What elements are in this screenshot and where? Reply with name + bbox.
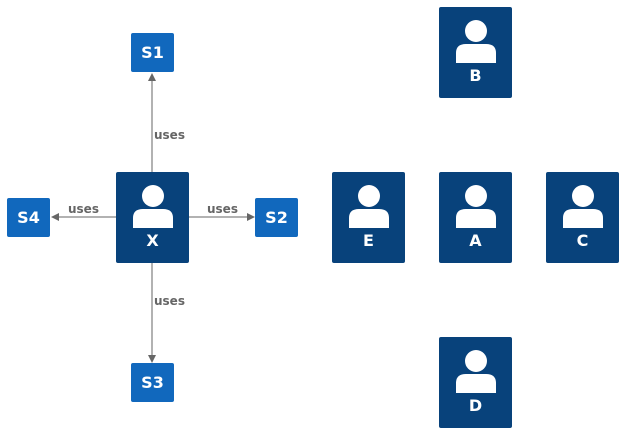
edge-label-x-s4: uses bbox=[68, 202, 99, 216]
person-icon bbox=[455, 185, 496, 228]
person-a-label: A bbox=[469, 231, 482, 250]
person-x-label: X bbox=[146, 231, 159, 250]
person-a[interactable]: A bbox=[439, 172, 512, 263]
person-c[interactable]: C bbox=[546, 172, 619, 263]
system-s3-label: S3 bbox=[141, 373, 164, 392]
system-s4-label: S4 bbox=[17, 208, 40, 227]
person-e[interactable]: E bbox=[332, 172, 405, 263]
edge-label-x-s1: uses bbox=[154, 128, 185, 142]
person-e-label: E bbox=[363, 231, 374, 250]
person-b-label: B bbox=[469, 66, 482, 85]
person-b[interactable]: B bbox=[439, 7, 512, 98]
system-s3[interactable]: S3 bbox=[131, 363, 174, 402]
person-x[interactable]: X bbox=[116, 172, 189, 263]
edge-label-x-s2: uses bbox=[207, 202, 238, 216]
system-s4[interactable]: S4 bbox=[7, 198, 50, 237]
person-d[interactable]: D bbox=[439, 337, 512, 428]
system-s2-label: S2 bbox=[265, 208, 288, 227]
person-icon bbox=[562, 185, 603, 228]
edge-label-x-s3: uses bbox=[154, 294, 185, 308]
system-s1[interactable]: S1 bbox=[131, 33, 174, 72]
person-c-label: C bbox=[576, 231, 589, 250]
system-s1-label: S1 bbox=[141, 43, 164, 62]
person-icon bbox=[455, 350, 496, 393]
person-icon bbox=[132, 185, 173, 228]
person-icon bbox=[348, 185, 389, 228]
person-icon bbox=[455, 20, 496, 63]
person-d-label: D bbox=[468, 396, 483, 415]
system-s2[interactable]: S2 bbox=[255, 198, 298, 237]
